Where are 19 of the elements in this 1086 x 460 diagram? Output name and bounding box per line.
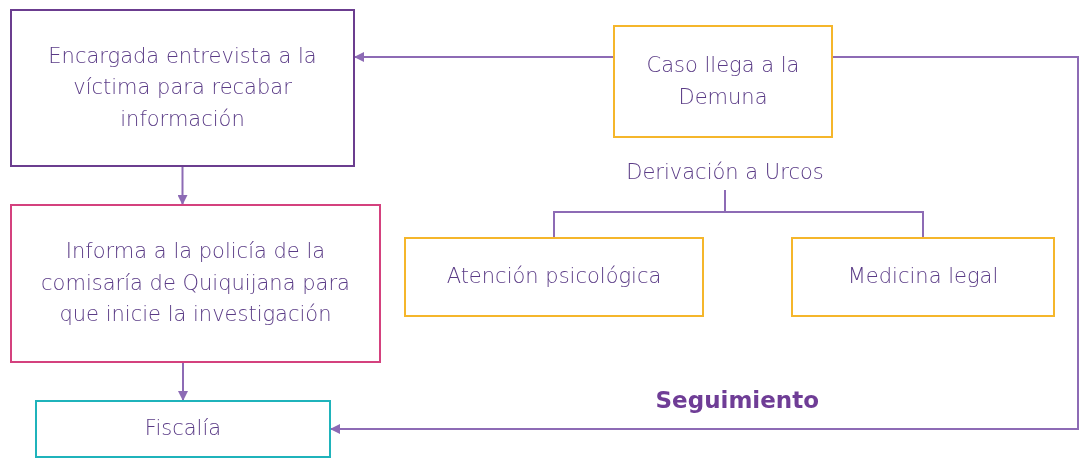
process-box	[404, 237, 704, 317]
arrow	[178, 362, 188, 401]
process-box	[35, 400, 331, 458]
box-text: Encargada entrevista a la víctima para recabar información	[47, 42, 318, 133]
connector-line	[724, 189, 924, 238]
arrow	[354, 52, 614, 62]
box-text: Medicina legal	[847, 263, 999, 291]
box-text: Caso llega a la Demuna	[645, 52, 801, 111]
arrow	[177, 166, 188, 205]
box-text: Informa a la policía de la comisaría de Quiquijana para que inicie la investigación	[40, 238, 351, 329]
process-box	[791, 237, 1055, 317]
process-box	[10, 9, 355, 167]
branch-label: Derivación a Urcos	[626, 159, 824, 187]
box-text: Fiscalía	[144, 415, 222, 443]
process-box	[10, 204, 381, 363]
arrow	[330, 56, 1079, 434]
process-box	[613, 25, 833, 138]
box-text: Atención psicológica	[446, 263, 662, 291]
edge-label: Seguimiento	[655, 387, 819, 413]
